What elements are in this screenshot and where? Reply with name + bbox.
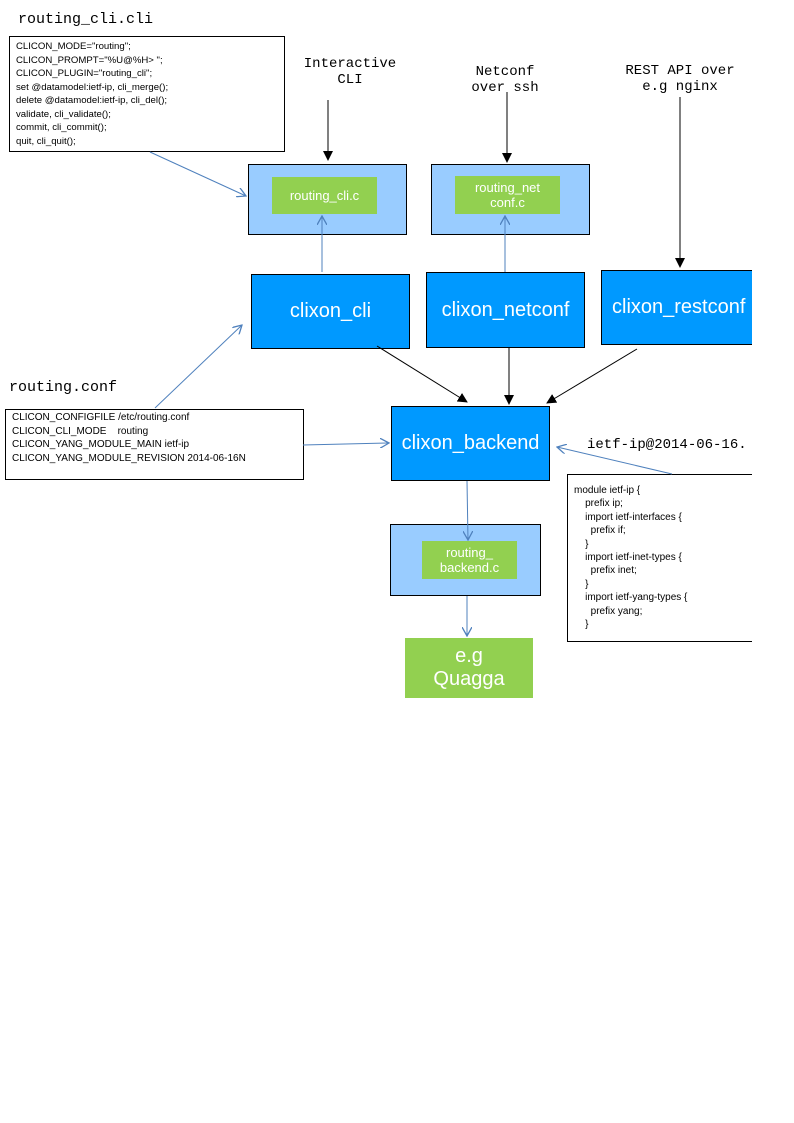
code-line: CLICON_PLUGIN="routing_cli"; bbox=[16, 68, 153, 79]
clixon-backend: clixon_backend bbox=[391, 406, 550, 481]
conf-file-title: routing.conf bbox=[9, 379, 118, 396]
routing-cli-plugin: routing_cli.c bbox=[272, 177, 377, 214]
yang-file-title: ietf-ip@2014-06-16. bbox=[587, 437, 747, 453]
code-line: commit, cli_commit(); bbox=[16, 122, 107, 133]
cli-file-title: routing_cli.cli bbox=[18, 11, 154, 28]
netconf-label: Netconf over ssh bbox=[471, 64, 539, 96]
code-line: prefix inet; bbox=[574, 565, 637, 577]
link-conf-backend bbox=[302, 443, 389, 445]
quagga-box: e.g Quagga bbox=[405, 638, 533, 698]
code-line: set @datamodel:ietf-ip, cli_merge(); bbox=[16, 81, 169, 93]
code-line: CLICON_YANG_MODULE_REVISION 2014-06-16N bbox=[12, 452, 246, 464]
clixon-cli: clixon_cli bbox=[251, 274, 410, 349]
yang-file-box: module ietf-ip { prefix ip; import ietf-… bbox=[567, 474, 752, 642]
code-line: quit, cli_quit(); bbox=[16, 135, 76, 147]
link-backend-plugin bbox=[467, 480, 468, 540]
arrow-cli-backend bbox=[376, 345, 468, 403]
code-line: CLICON_YANG_MODULE_MAIN ietf-ip bbox=[12, 439, 190, 450]
routing-netconf-plugin: routing_net conf.c bbox=[455, 176, 560, 214]
code-line: CLICON_MODE="routing"; bbox=[16, 41, 131, 52]
code-line: } bbox=[574, 578, 589, 590]
link-clifile bbox=[149, 151, 246, 196]
clixon-restconf: clixon_restconf bbox=[601, 270, 752, 345]
code-line: delete @datamodel:ietf-ip, cli_del(); bbox=[16, 95, 168, 106]
link-conf-cli bbox=[154, 325, 242, 409]
interactive-cli-label: Interactive CLI bbox=[303, 56, 397, 88]
code-line: import ietf-inet-types { bbox=[574, 552, 682, 564]
code-line: prefix ip; bbox=[574, 498, 623, 510]
routing-backend-plugin: routing_ backend.c bbox=[422, 541, 517, 579]
code-line: CLICON_PROMPT="%U@%H> "; bbox=[16, 54, 163, 66]
code-line: prefix if; bbox=[574, 525, 626, 537]
code-line: module ietf-ip { bbox=[574, 485, 641, 496]
code-line: CLICON_CONFIGFILE /etc/routing.conf bbox=[12, 412, 190, 423]
code-line: import ietf-interfaces { bbox=[574, 511, 682, 523]
code-line: import ietf-yang-types { bbox=[574, 592, 688, 604]
code-line: CLICON_CLI_MODE routing bbox=[12, 425, 149, 437]
restapi-label: REST API over e.g nginx bbox=[625, 63, 735, 95]
clixon-netconf: clixon_netconf bbox=[426, 272, 585, 348]
code-line: } bbox=[574, 619, 589, 631]
code-line: } bbox=[574, 538, 589, 550]
arrows bbox=[149, 92, 685, 1123]
cli-file-box: CLICON_MODE="routing"; CLICON_PROMPT="%U@… bbox=[9, 36, 285, 152]
code-line: validate, cli_validate(); bbox=[16, 108, 111, 120]
arrow-restconf-backend bbox=[546, 348, 638, 404]
code-line: prefix yang; bbox=[574, 605, 643, 617]
link-yang-backend bbox=[557, 447, 673, 475]
